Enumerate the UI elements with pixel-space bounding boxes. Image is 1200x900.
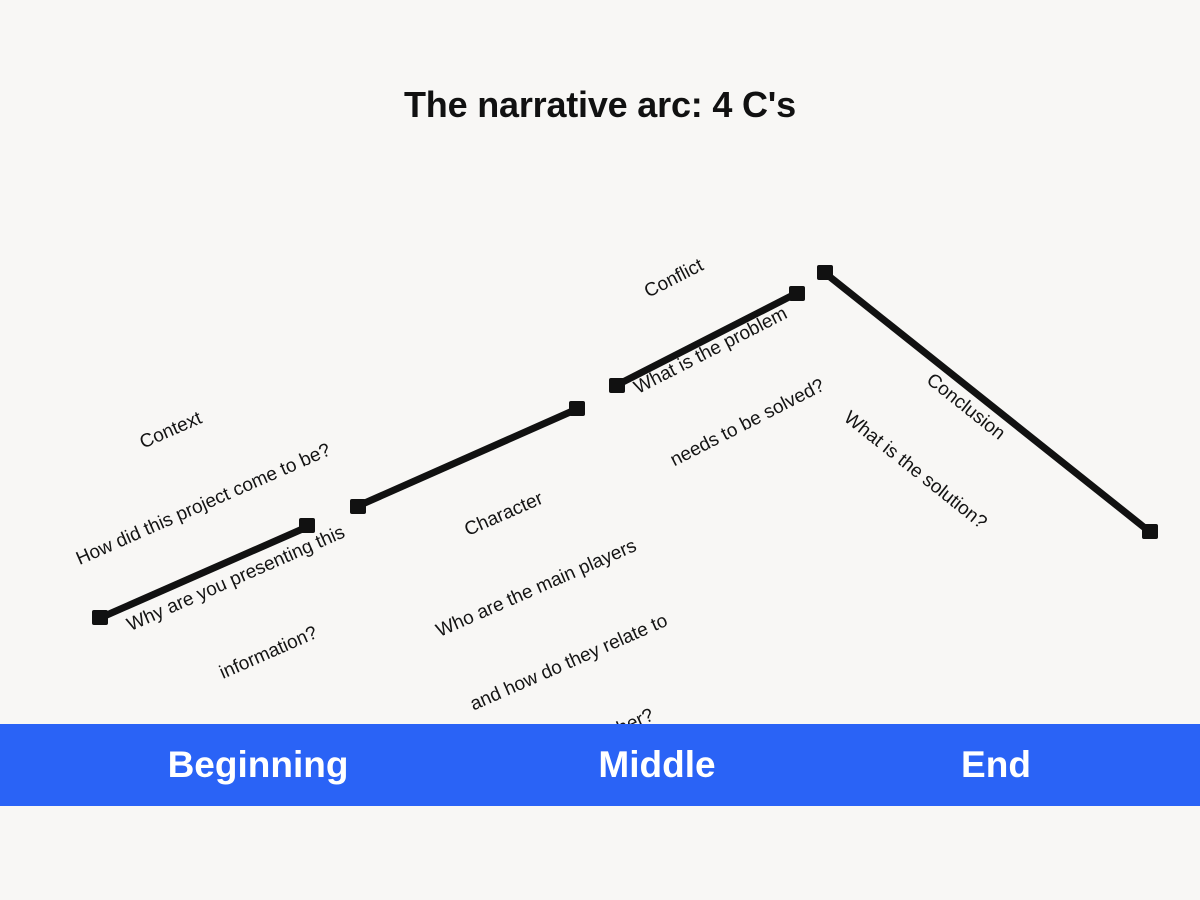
timeline-band: Beginning Middle End bbox=[0, 724, 1200, 806]
page-title: The narrative arc: 4 C's bbox=[404, 84, 796, 125]
annotation-character-line-1: Character bbox=[461, 487, 547, 541]
band-label-beginning: Beginning bbox=[167, 744, 349, 785]
band-label-middle: Middle bbox=[598, 744, 716, 785]
arc-segment-conflict bbox=[609, 286, 805, 393]
annotation-conflict-line-1: Conflict bbox=[640, 254, 707, 303]
arc-segment-conclusion bbox=[817, 265, 1158, 539]
annotation-conflict-line-3: needs to be solved? bbox=[666, 374, 828, 471]
arc-segment-character bbox=[350, 401, 585, 514]
annotation-character-line-3: and how do they relate to bbox=[466, 609, 671, 715]
annotation-character-line-2: Who are the main players bbox=[433, 535, 640, 642]
band-label-end: End bbox=[961, 744, 1031, 785]
annotation-conflict-line-2: What is the problem bbox=[630, 302, 791, 399]
arc-segment-context bbox=[92, 518, 315, 625]
